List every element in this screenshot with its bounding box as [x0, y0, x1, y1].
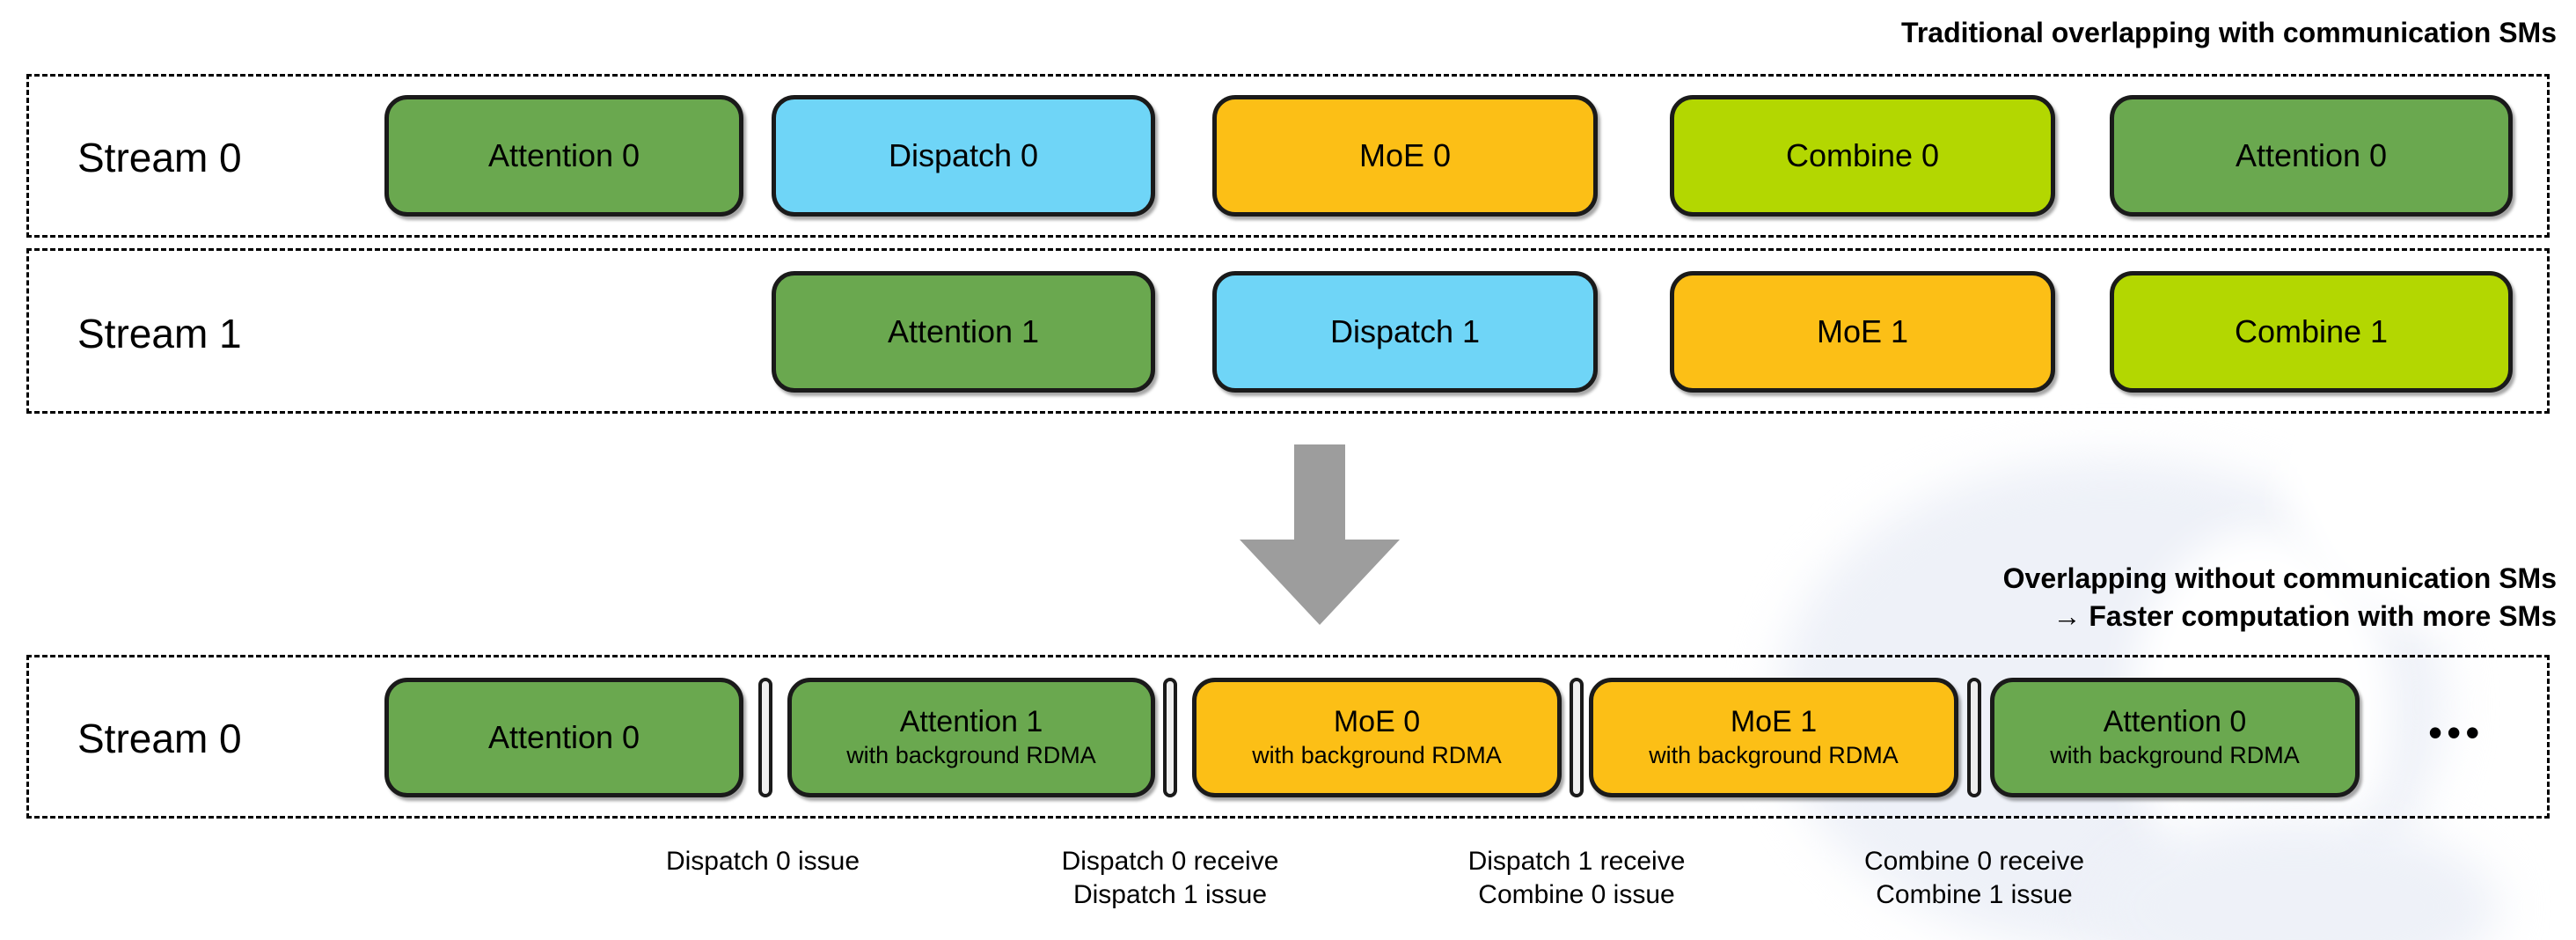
annotation-dispatch-1-receive: Dispatch 1 receive Combine 0 issue	[1468, 845, 1686, 911]
block-separator-2	[1163, 678, 1177, 797]
annotation-line-2: Dispatch 1 issue	[1072, 879, 1268, 909]
ellipsis-more-blocks: •••	[2428, 709, 2485, 755]
block-attention-0b-merged[interactable]: Attention 0 with background RDMA	[1990, 678, 2360, 797]
block-attention-0-merged[interactable]: Attention 0	[384, 678, 743, 797]
block-attention-1-s1[interactable]: Attention 1	[772, 271, 1155, 393]
block-title: Combine 1	[2234, 313, 2389, 350]
block-moe-1-merged[interactable]: MoE 1 with background RDMA	[1589, 678, 1958, 797]
annotation-line-1: Dispatch 0 issue	[665, 847, 860, 876]
title-overlapping-line2: → Faster computation with more SMs	[2053, 600, 2557, 633]
block-title: Attention 0	[487, 719, 640, 756]
block-attention-0-s0[interactable]: Attention 0	[384, 95, 743, 217]
lane-stream-1	[26, 248, 2550, 414]
annotation-dispatch-0-issue: Dispatch 0 issue	[666, 845, 860, 878]
lane-stream-0-bottom	[26, 655, 2550, 819]
block-subtitle: with background RDMA	[846, 741, 1096, 768]
block-attention-1-merged[interactable]: Attention 1 with background RDMA	[787, 678, 1155, 797]
block-separator-4	[1967, 678, 1981, 797]
annotation-combine-0-receive: Combine 0 receive Combine 1 issue	[1864, 845, 2084, 911]
block-dispatch-1-s1[interactable]: Dispatch 1	[1212, 271, 1598, 393]
title-overlapping-no-sms: Overlapping without communication SMs → …	[2003, 560, 2557, 635]
block-title: Attention 0	[2235, 137, 2388, 174]
block-title: Attention 1	[887, 313, 1040, 350]
block-attention-0b-s0[interactable]: Attention 0	[2110, 95, 2513, 217]
block-title: MoE 0	[1333, 705, 1421, 739]
block-title: Attention 0	[487, 137, 640, 174]
title-overlapping-line1: Overlapping without communication SMs	[2002, 562, 2557, 594]
block-moe-0-merged[interactable]: MoE 0 with background RDMA	[1192, 678, 1562, 797]
block-title: MoE 1	[1816, 313, 1909, 350]
annotation-line-1: Combine 0 receive	[1863, 847, 2085, 876]
annotation-line-1: Dispatch 0 receive	[1061, 847, 1279, 876]
lane-label-stream-0-bottom: Stream 0	[77, 716, 242, 761]
block-title: Attention 0	[2103, 705, 2247, 739]
block-dispatch-0-s0[interactable]: Dispatch 0	[772, 95, 1155, 217]
block-title: Combine 0	[1785, 137, 1940, 174]
block-subtitle: with background RDMA	[1252, 741, 1502, 768]
title-traditional: Traditional overlapping with communicati…	[1901, 14, 2557, 52]
lane-label-stream-0-top: Stream 0	[77, 135, 242, 180]
block-moe-1-s1[interactable]: MoE 1	[1670, 271, 2055, 393]
annotation-dispatch-0-receive: Dispatch 0 receive Dispatch 1 issue	[1062, 845, 1279, 911]
block-combine-1-s1[interactable]: Combine 1	[2110, 271, 2513, 393]
block-separator-1	[758, 678, 772, 797]
block-subtitle: with background RDMA	[2050, 741, 2300, 768]
block-moe-0-s0[interactable]: MoE 0	[1212, 95, 1598, 217]
block-combine-0-s0[interactable]: Combine 0	[1670, 95, 2055, 217]
title-traditional-text: Traditional overlapping with communicati…	[1901, 17, 2557, 48]
annotation-line-1: Dispatch 1 receive	[1467, 847, 1686, 876]
block-subtitle: with background RDMA	[1649, 741, 1899, 768]
block-title: Attention 1	[899, 705, 1043, 739]
annotation-line-2: Combine 1 issue	[1876, 879, 2073, 909]
block-title: MoE 1	[1730, 705, 1818, 739]
down-arrow-icon	[1240, 444, 1400, 625]
annotation-line-2: Combine 0 issue	[1478, 879, 1675, 909]
block-separator-3	[1570, 678, 1584, 797]
lane-stream-0-top	[26, 74, 2550, 238]
block-title: MoE 0	[1358, 137, 1452, 174]
watermark-blob-d	[2094, 819, 2499, 940]
block-title: Dispatch 1	[1329, 313, 1481, 350]
lane-label-stream-1: Stream 1	[77, 311, 242, 356]
block-title: Dispatch 0	[888, 137, 1039, 174]
